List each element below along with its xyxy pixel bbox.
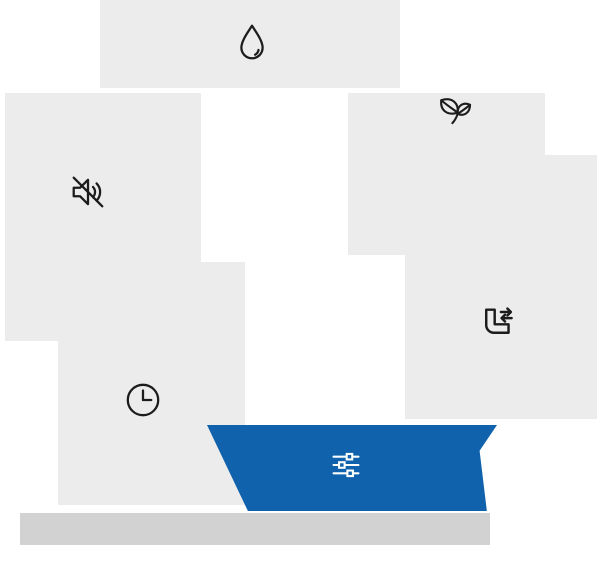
tile-water[interactable] bbox=[100, 0, 400, 88]
sliders-icon bbox=[328, 447, 364, 483]
speaker-mute-icon bbox=[68, 172, 108, 212]
plug-swap-icon bbox=[477, 302, 517, 342]
clock-icon bbox=[124, 381, 162, 419]
base-bar bbox=[20, 513, 490, 545]
settings-tray[interactable] bbox=[207, 425, 497, 511]
water-drop-icon bbox=[235, 22, 269, 62]
tile-timer[interactable] bbox=[58, 262, 245, 505]
leaves-icon bbox=[435, 95, 475, 129]
tile-power-transfer[interactable] bbox=[405, 155, 597, 419]
